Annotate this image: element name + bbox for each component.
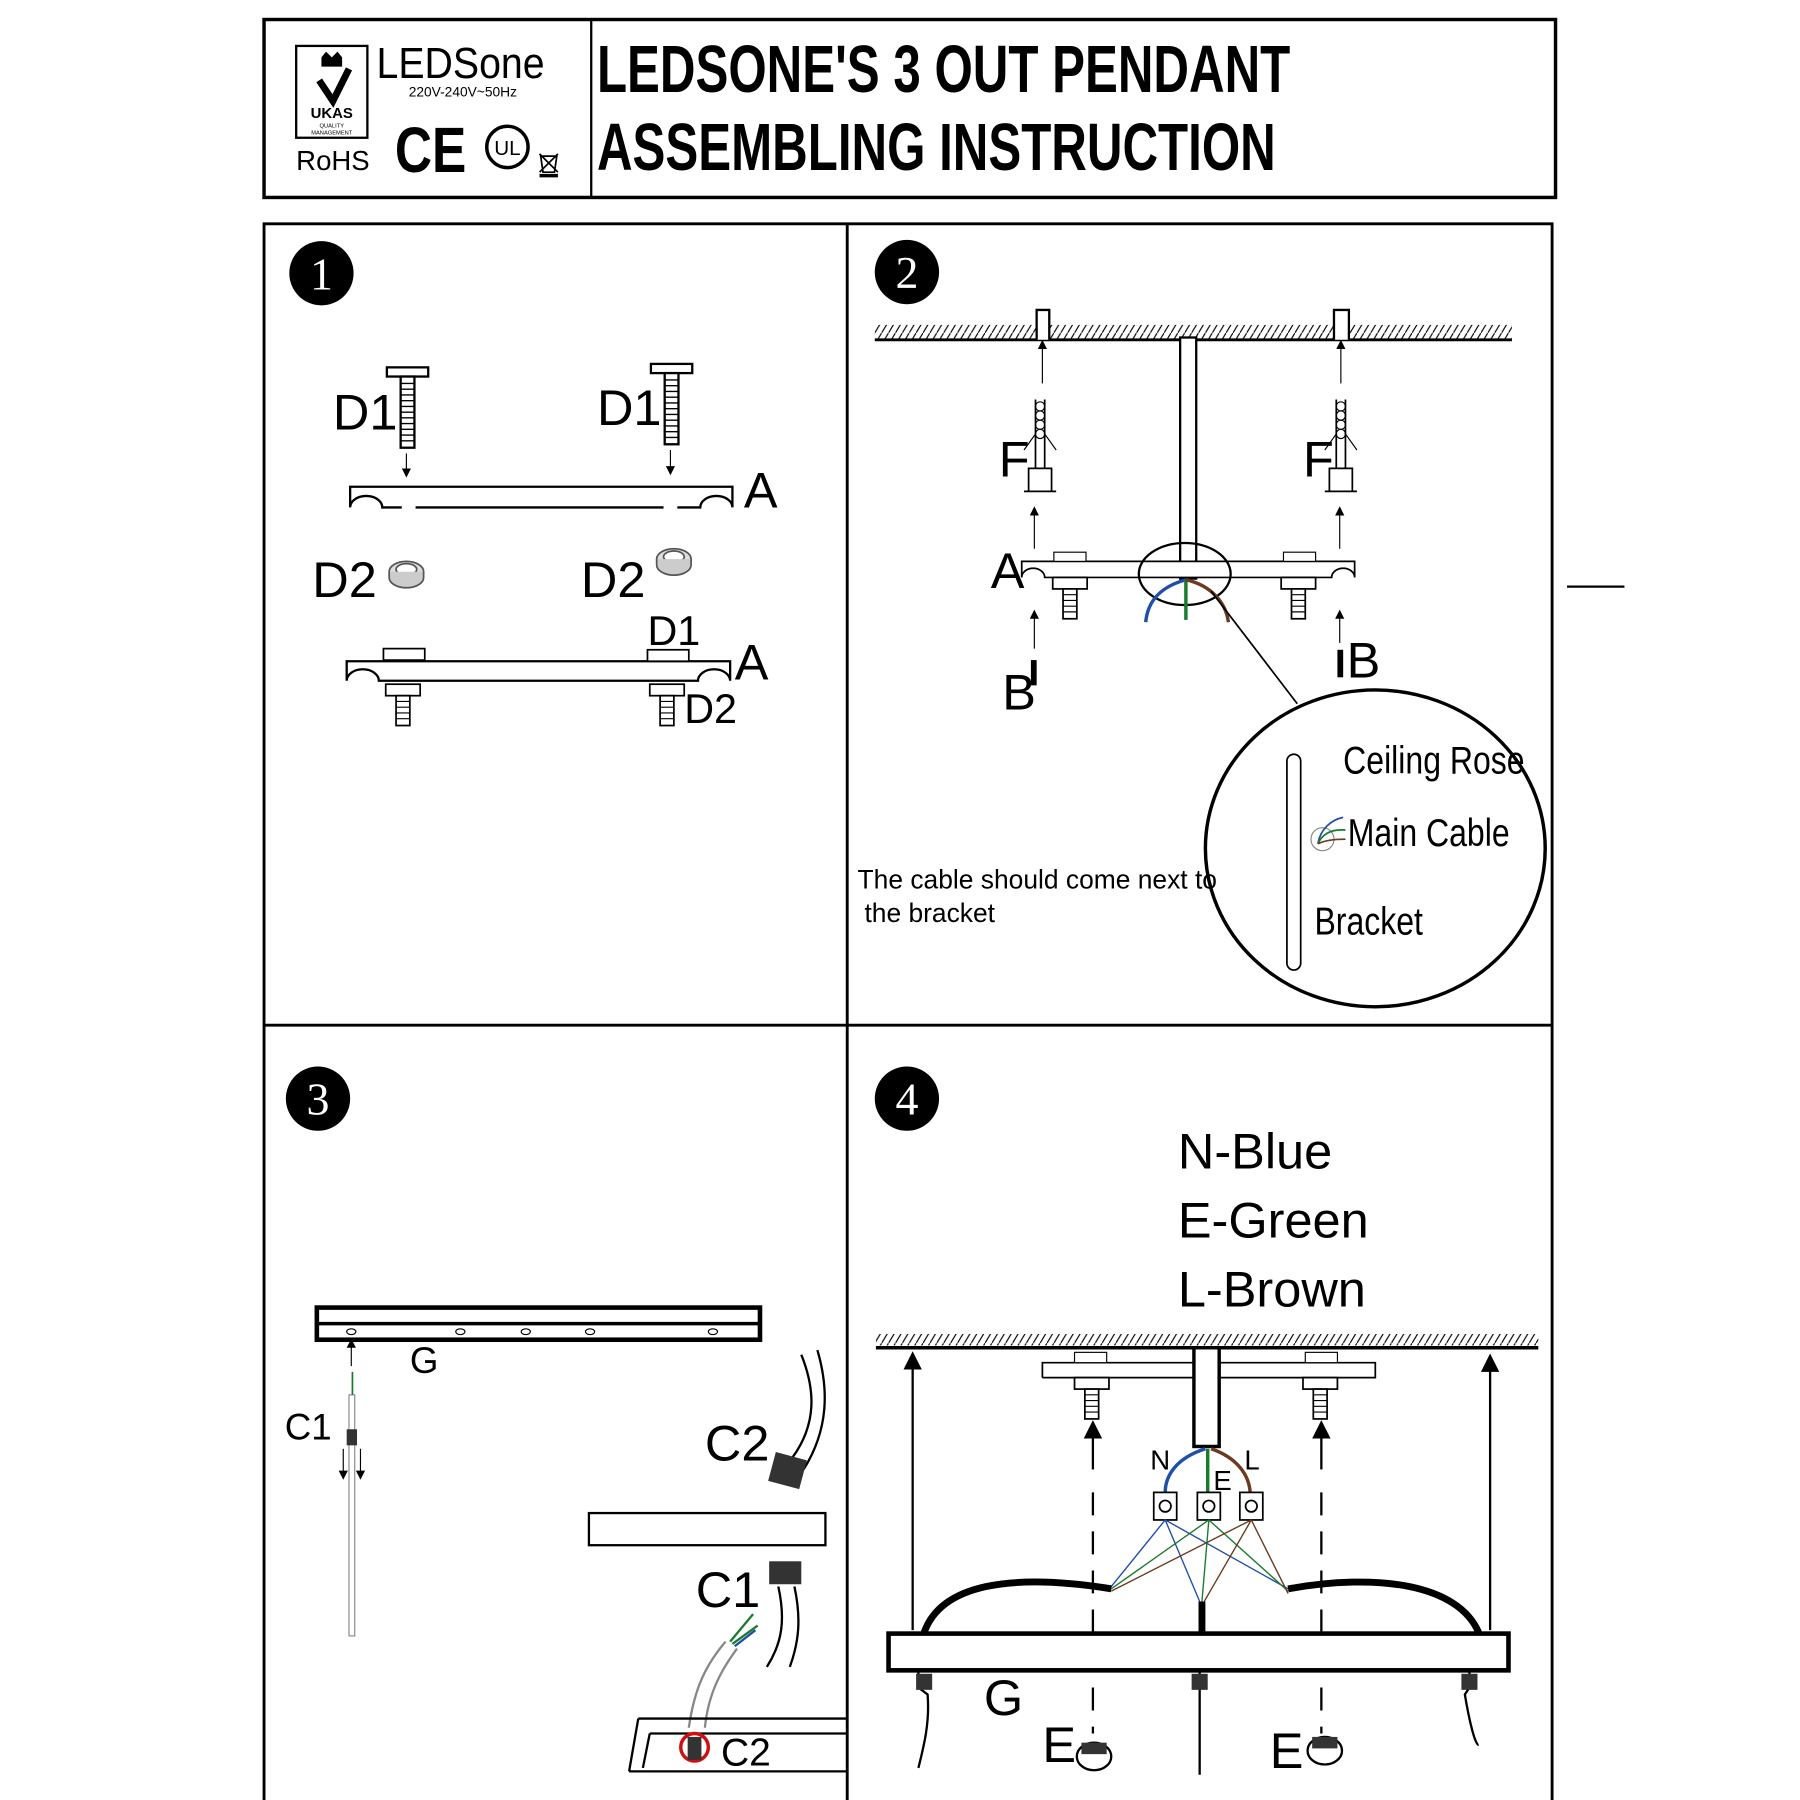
step-2-number: 2 — [895, 247, 918, 298]
step-2-badge — [874, 239, 940, 305]
label-d2: D2 — [312, 551, 377, 608]
terminal-block — [1152, 1491, 1264, 1521]
label-d2-assembled: D2 — [684, 686, 737, 732]
title-line-1: LEDSONE'S 3 OUT PENDANT — [597, 33, 1290, 107]
ukas-sub1: QUALITY — [319, 123, 344, 129]
step-4-number: 4 — [895, 1074, 918, 1125]
label-d1: D1 — [597, 379, 662, 436]
label-bracket: Bracket — [1314, 899, 1423, 943]
label-c1-lower: C1 — [696, 1561, 761, 1618]
label-n: N — [1150, 1444, 1170, 1475]
note-line-1: The cable should come next to — [858, 865, 1217, 895]
brand-name: LEDSone — [377, 38, 545, 87]
step-3-panel: 3 G C1 C2 C1 C2 — [285, 1066, 848, 1775]
step-2-panel: 2 F F A B B Ceiling Rose Main Cable Brac… — [858, 239, 1547, 1009]
label-l: L — [1244, 1444, 1259, 1475]
ukas-text: UKAS — [311, 105, 353, 122]
ul-text: UL — [494, 137, 520, 160]
rohs-mark: RoHS — [296, 145, 369, 176]
label-g: G — [410, 1340, 439, 1381]
label-f: F — [999, 430, 1030, 487]
step-1-number: 1 — [310, 248, 333, 299]
header: UKAS QUALITY MANAGEMENT LEDSone 220V-240… — [262, 17, 1558, 200]
label-b: B — [1347, 631, 1381, 688]
label-main-cable: Main Cable — [1348, 811, 1510, 855]
label-e-terminal: E — [1213, 1465, 1231, 1496]
check-icon — [316, 67, 353, 108]
crown-icon — [321, 51, 343, 67]
legend-n-blue: N-Blue — [1178, 1123, 1332, 1180]
label-b: B — [1002, 663, 1036, 720]
label-ceiling-rose: Ceiling Rose — [1343, 739, 1524, 783]
step-3-number: 3 — [307, 1074, 330, 1125]
step-3-badge — [285, 1066, 351, 1131]
label-a: A — [991, 542, 1025, 599]
ce-mark: CE — [395, 115, 466, 187]
label-c1: C1 — [285, 1407, 332, 1448]
detail-magnifier: Ceiling Rose Main Cable Bracket — [1203, 688, 1547, 1009]
label-e-cap: E — [1270, 1722, 1304, 1779]
title-line-2: ASSEMBLING INSTRUCTION — [597, 111, 1276, 185]
label-d1-assembled: D1 — [647, 608, 700, 654]
note-line-2: the bracket — [864, 898, 995, 928]
label-a-assembled: A — [735, 634, 769, 691]
legend-l-brown: L-Brown — [1178, 1260, 1366, 1317]
end-cap-icon — [1306, 1735, 1344, 1766]
label-c2-lower: C2 — [721, 1732, 771, 1775]
ukas-logo: UKAS QUALITY MANAGEMENT — [295, 44, 369, 139]
label-a: A — [744, 461, 778, 518]
wire-color-legend: N-Blue E-Green L-Brown — [1178, 1123, 1369, 1318]
panel-grid — [262, 222, 1554, 1800]
label-f: F — [1303, 430, 1334, 487]
weee-bin-icon — [538, 153, 559, 178]
legend-e-green: E-Green — [1178, 1192, 1369, 1249]
voltage-rating: 220V-240V~50Hz — [409, 84, 517, 99]
label-g: G — [984, 1669, 1023, 1726]
label-c2: C2 — [705, 1414, 770, 1471]
step-1-badge — [289, 241, 354, 306]
label-d1: D1 — [333, 383, 398, 440]
end-cap-icon — [1075, 1741, 1113, 1772]
ukas-sub2: MANAGEMENT — [311, 130, 353, 136]
label-e-cap: E — [1042, 1716, 1076, 1773]
bracket-drawing — [1286, 753, 1302, 971]
step-4-panel: 4 N-Blue E-Green L-Brown N E L G E E — [874, 1066, 1539, 1779]
step-4-badge — [874, 1066, 940, 1131]
ul-mark: UL — [485, 124, 530, 170]
step-1-panel: 1 D1 D1 A D2 D2 D1 D2 A — [289, 241, 778, 732]
label-d2: D2 — [581, 551, 646, 608]
